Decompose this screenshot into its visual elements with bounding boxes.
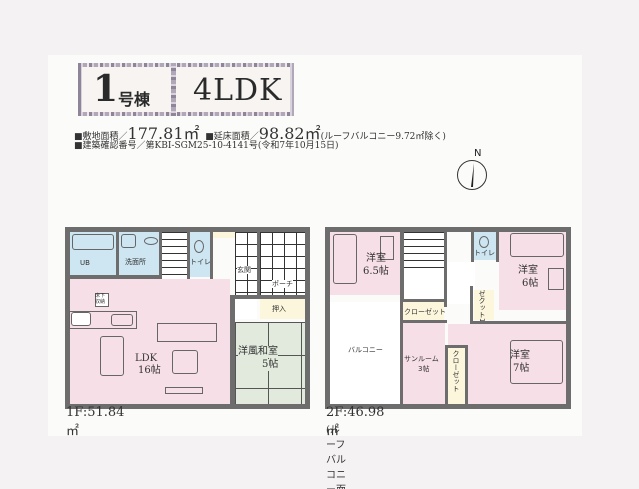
- label-ldk-size: 16帖: [138, 365, 161, 376]
- walkin-closet: [474, 290, 494, 320]
- label-closet-1: クローゼット: [404, 308, 446, 316]
- site-area-value: 177.81㎡: [127, 124, 200, 143]
- layout-type: 4LDK: [193, 73, 283, 108]
- label-sunroom-size: 3帖: [418, 365, 430, 373]
- floor2-area: 2F:46.98㎡: [326, 405, 385, 439]
- building-suffix: 号棟: [118, 90, 151, 109]
- label-western-2: 洋室: [518, 265, 538, 276]
- toilet-fixture: [194, 240, 204, 253]
- title-divider: [171, 63, 176, 116]
- label-balcony: バルコニー: [348, 346, 383, 354]
- room-oshiire: [260, 299, 305, 319]
- floor-area-value: 98.82㎡: [258, 124, 321, 143]
- washer: [121, 234, 136, 248]
- label-western-1-size: 6.5帖: [363, 266, 389, 277]
- compass-icon: [457, 160, 487, 190]
- label-ldk: LDK: [135, 353, 158, 364]
- label-ub: UB: [80, 259, 90, 267]
- toilet-fixture-2f: [479, 236, 489, 248]
- kitchen-sink: [111, 314, 133, 326]
- label-porch: ポーチ: [272, 280, 293, 289]
- sink: [144, 237, 158, 245]
- label-toilet-2f: トイレ: [474, 249, 495, 257]
- label-washitsu: 洋風和室: [238, 346, 278, 358]
- stairs-1f: [162, 232, 187, 277]
- stairs-2f: [404, 232, 444, 274]
- compass-north-label: N: [474, 148, 482, 159]
- sofa: [157, 323, 217, 342]
- label-western-3-size: 7帖: [513, 363, 530, 374]
- bed-2: [510, 233, 564, 257]
- stove: [71, 312, 91, 326]
- label-storage: 床下 収納: [95, 293, 106, 305]
- bathtub: [72, 234, 114, 250]
- floor-area-label: ■延床面積／: [205, 132, 259, 142]
- desk-1: [380, 236, 394, 260]
- floor2-area-note: (ルーフバルコニー面積9.72㎡): [326, 425, 346, 489]
- area-info-line: ■敷地面積／177.81㎡ ■延床面積／98.82㎡(ルーフバルコニー9.72㎡…: [74, 120, 446, 144]
- room-sunroom: [403, 323, 445, 404]
- building-number: 1: [93, 68, 119, 110]
- label-washitsu-size: 5帖: [262, 359, 279, 371]
- label-sunroom: サンルーム: [404, 355, 439, 363]
- site-area-label: ■敷地面積／: [74, 132, 128, 142]
- tv-board: [165, 387, 203, 394]
- bed-3: [510, 340, 563, 384]
- floor1-area: 1F:51.84㎡: [66, 405, 125, 439]
- label-toilet-1f: トイレ: [190, 258, 211, 266]
- room-toilet-1f: [190, 232, 210, 277]
- dining-table: [100, 336, 124, 376]
- coffee-table: [172, 350, 198, 374]
- desk-2: [548, 268, 564, 290]
- room-balcony: [330, 302, 400, 404]
- label-western-3: 洋室: [510, 350, 530, 361]
- permit-line: ■建築確認番号／第KBI-SGM25-10-4141号(令和7年10月15日): [74, 141, 339, 151]
- bed-1: [333, 234, 357, 284]
- room-western-1: [330, 232, 400, 295]
- label-western-1: 洋室: [366, 253, 386, 264]
- floor-storage: [95, 293, 109, 307]
- label-washroom: 洗面所: [125, 258, 146, 266]
- kitchen-counter: [69, 311, 137, 329]
- room-entrance: [235, 232, 257, 295]
- label-oshiire: 押入: [272, 305, 286, 313]
- title-box: [78, 63, 294, 116]
- closet-1: [403, 302, 444, 320]
- room-western-3: [468, 324, 566, 404]
- label-western-2-size: 6帖: [522, 278, 539, 289]
- label-closet-2: クローゼット: [452, 350, 461, 392]
- label-walkin: ゼクット1: [478, 290, 487, 323]
- label-entrance: 玄関: [237, 266, 251, 275]
- floor-area-note: (ルーフバルコニー9.72㎡除く): [320, 132, 446, 142]
- closet-2: [448, 348, 465, 404]
